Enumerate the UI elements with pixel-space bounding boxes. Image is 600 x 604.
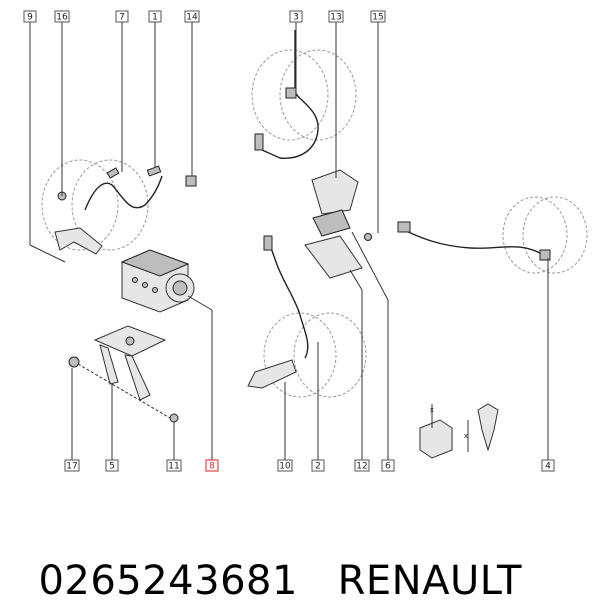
callout-3: 3 bbox=[289, 10, 303, 23]
callout-2: 2 bbox=[311, 459, 325, 472]
svg-text:6: 6 bbox=[385, 462, 391, 472]
svg-text:5: 5 bbox=[109, 462, 115, 472]
svg-text:x: x bbox=[430, 406, 434, 414]
svg-text:2: 2 bbox=[315, 462, 321, 472]
abs-hydraulic-unit bbox=[120, 249, 195, 313]
svg-text:13: 13 bbox=[330, 13, 341, 23]
rear-right-sensor bbox=[397, 221, 551, 261]
svg-text:16: 16 bbox=[56, 13, 68, 23]
svg-text:4: 4 bbox=[545, 462, 551, 472]
callout-16: 16 bbox=[54, 10, 70, 23]
svg-text:3: 3 bbox=[293, 13, 299, 23]
svg-text:x: x bbox=[464, 432, 468, 440]
callout-10: 10 bbox=[277, 459, 293, 472]
callout-4: 4 bbox=[541, 459, 555, 472]
callout-15: 15 bbox=[370, 10, 386, 23]
callout-14: 14 bbox=[184, 10, 200, 23]
leader-lines bbox=[29, 22, 549, 460]
svg-text:11: 11 bbox=[168, 462, 179, 472]
svg-text:10: 10 bbox=[279, 462, 291, 472]
callout-5: 5 bbox=[105, 459, 119, 472]
svg-text:7: 7 bbox=[119, 13, 125, 23]
part-caption: 0265243681 RENAULT bbox=[12, 512, 522, 604]
callout-9: 9 bbox=[23, 10, 37, 23]
svg-text:9: 9 bbox=[27, 13, 33, 23]
callout-12: 12 bbox=[354, 459, 370, 472]
callout-7: 7 bbox=[115, 10, 129, 23]
svg-text:17: 17 bbox=[66, 462, 77, 472]
brand-name: RENAULT bbox=[337, 558, 522, 604]
wheel-outlines bbox=[41, 49, 588, 398]
callout-8-highlighted: 8 bbox=[205, 459, 219, 472]
rear-left-sensor bbox=[247, 235, 309, 389]
exploded-parts-diagram: x x 9 16 7 1 bbox=[23, 10, 588, 472]
svg-text:14: 14 bbox=[186, 13, 198, 23]
callout-6: 6 bbox=[381, 459, 395, 472]
svg-text:12: 12 bbox=[356, 462, 367, 472]
mounting-bracket bbox=[68, 325, 179, 423]
callout-13: 13 bbox=[328, 10, 344, 23]
svg-text:1: 1 bbox=[152, 13, 158, 23]
front-left-sensor-assembly bbox=[54, 165, 197, 255]
front-right-sensor-assembly bbox=[254, 30, 372, 279]
tightening-detail: x x bbox=[419, 403, 499, 459]
callout-1: 1 bbox=[148, 10, 162, 23]
callout-17: 17 bbox=[64, 459, 80, 472]
svg-text:15: 15 bbox=[372, 13, 383, 23]
part-number: 0265243681 bbox=[38, 558, 298, 604]
callout-11: 11 bbox=[166, 459, 182, 472]
svg-text:8: 8 bbox=[209, 462, 215, 472]
